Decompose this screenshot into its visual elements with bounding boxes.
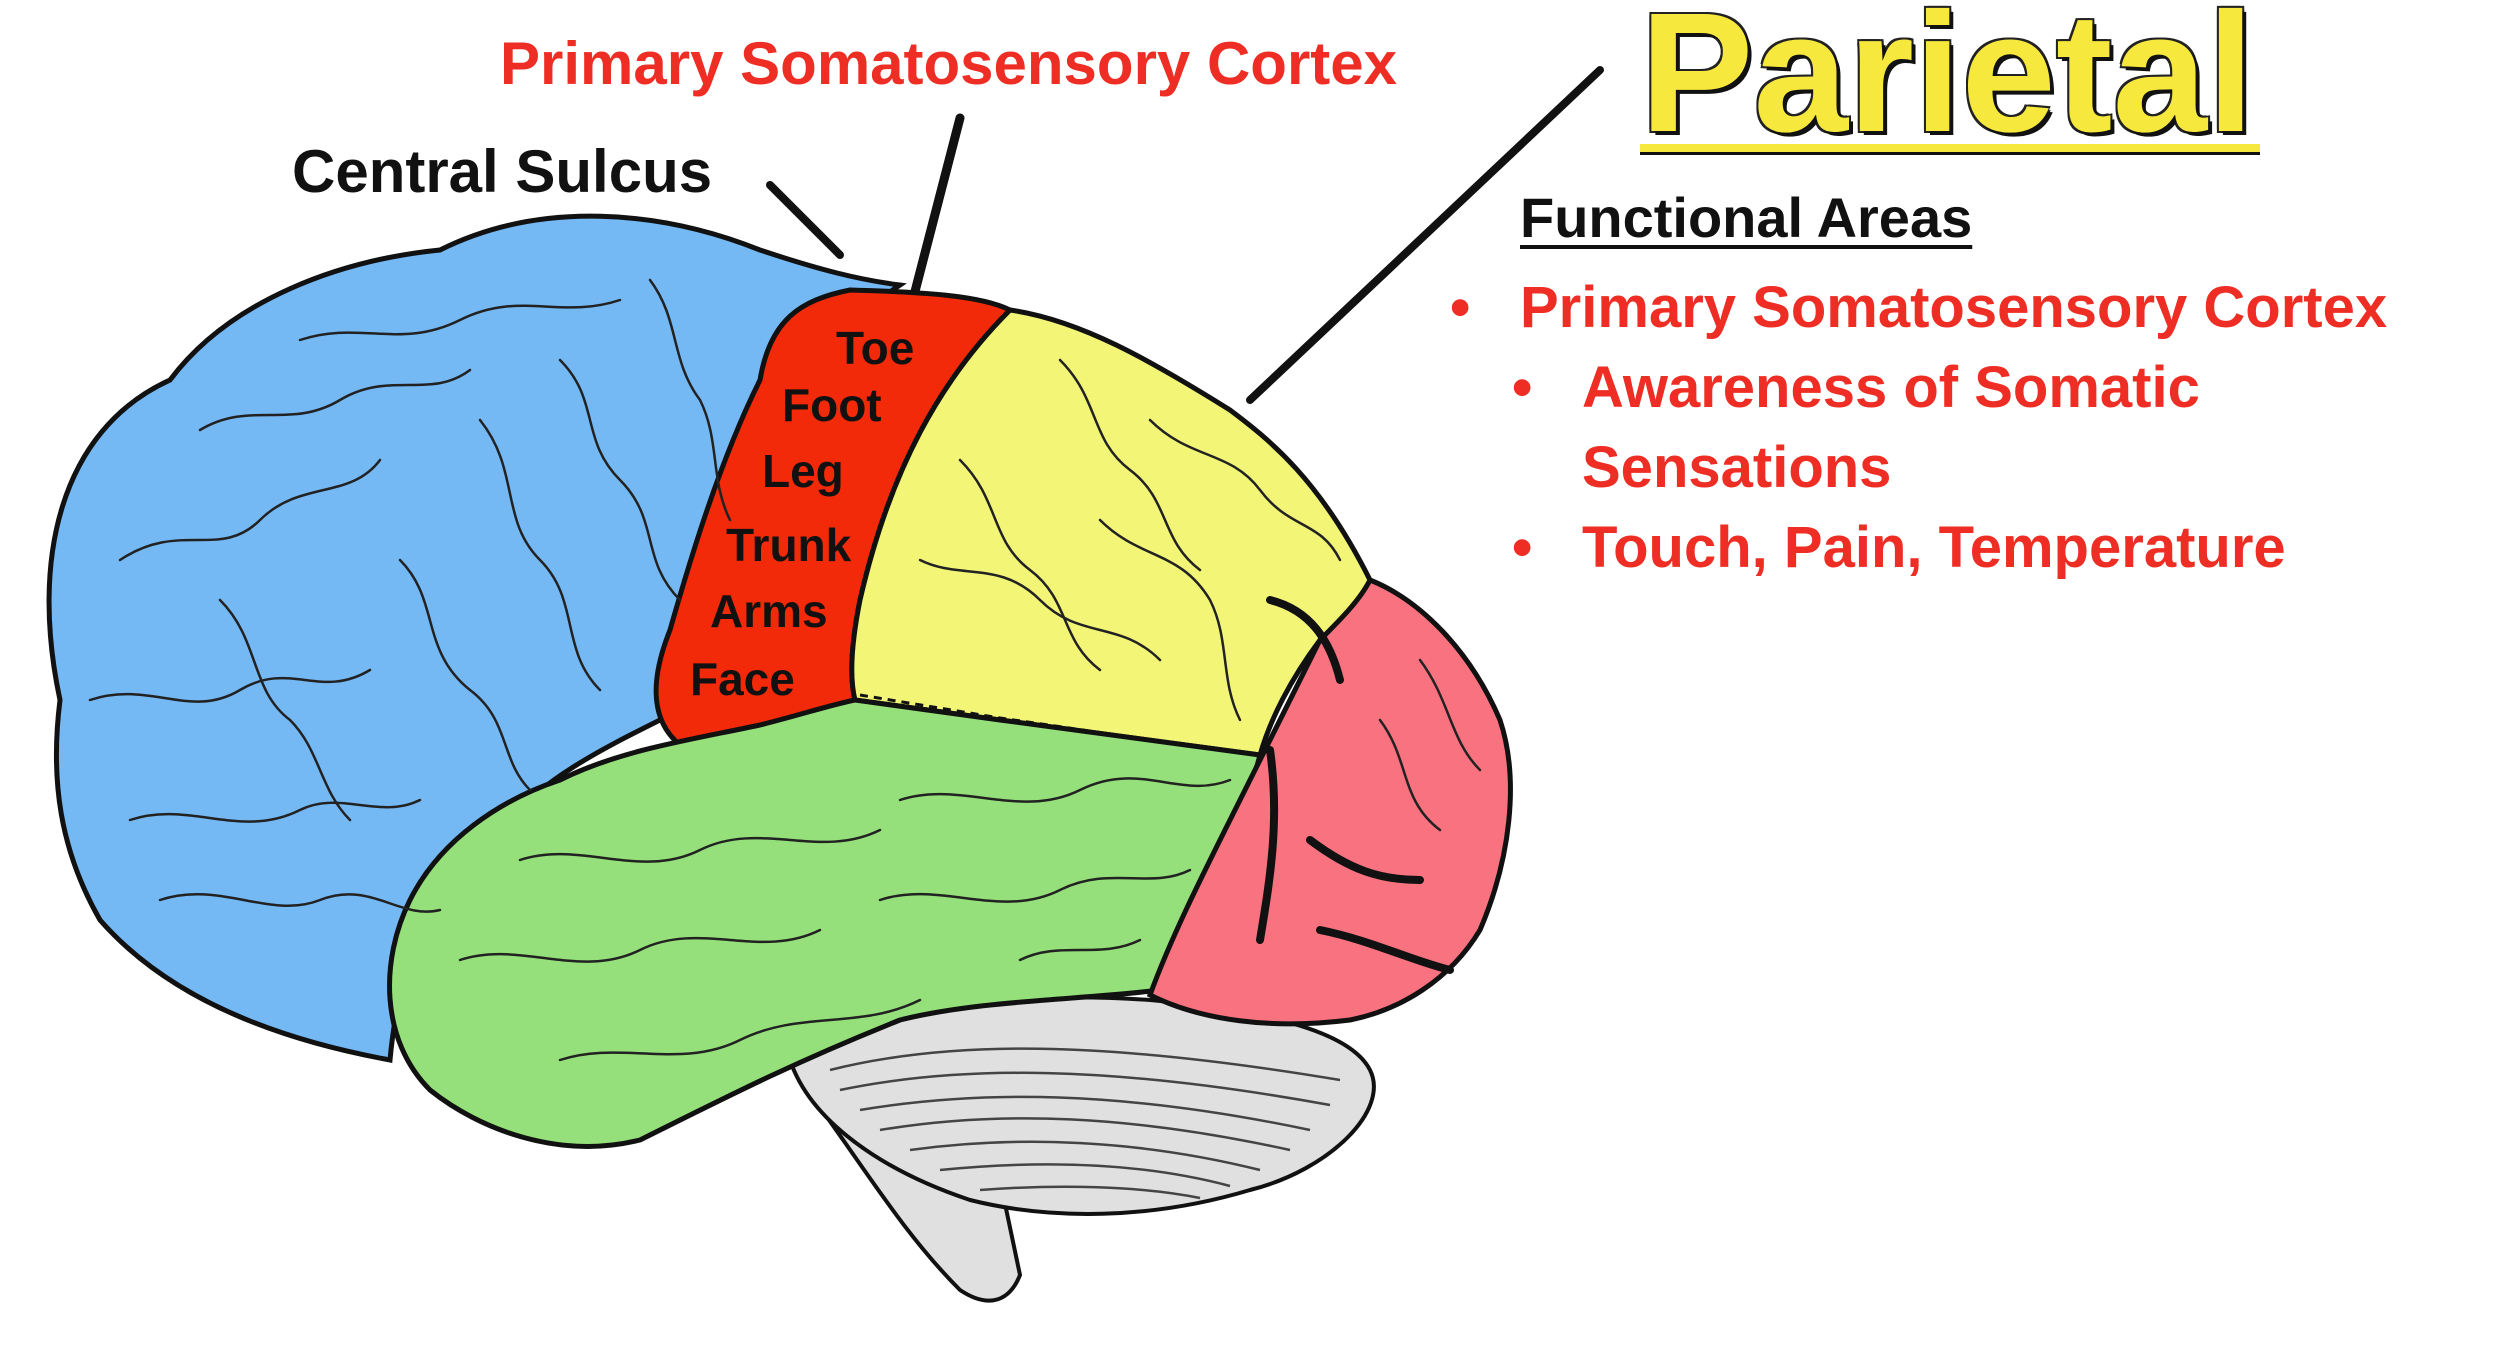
region-label-face: Face: [690, 653, 795, 705]
central-sulcus-callout: Central Sulcus: [292, 138, 713, 205]
region-label-trunk: Trunk: [726, 519, 852, 571]
list-item-continuation: Sensations: [1450, 428, 2387, 508]
bullet-icon: •: [1512, 515, 1533, 580]
list-item-text: Touch, Pain, Temperature: [1582, 515, 2286, 580]
region-label-foot: Foot: [782, 379, 882, 431]
region-label-arms: Arms: [710, 585, 828, 637]
parietal-leader-line: [1246, 66, 1604, 404]
parietal-temporal-boundary: [859, 693, 1256, 757]
top-cortex-callout: Primary Somatosensory Cortex: [500, 30, 1398, 97]
sulcus-leader-line: [766, 181, 844, 259]
list-item-text: Primary Somatosensory Cortex: [1520, 275, 2388, 340]
occipital-lobe: [1146, 576, 1513, 1027]
region-label-leg: Leg: [762, 445, 844, 497]
cerebellum-region: [787, 995, 1376, 1303]
page-title: Parietal: [1640, 0, 2255, 168]
functional-areas-heading: Functional Areas: [1520, 186, 1973, 249]
title-underline: [1640, 144, 2260, 155]
temporal-lobe: [387, 697, 1264, 1149]
functional-areas-list: • Primary Somatosensory Cortex • Awareness…: [1450, 268, 2387, 588]
list-item-text: Sensations: [1582, 435, 1892, 500]
list-item: • Touch, Pain, Temperature: [1450, 508, 2387, 588]
bullet-icon: •: [1512, 355, 1533, 420]
list-item: • Awareness of Somatic: [1450, 348, 2387, 428]
list-item-text: Awareness of Somatic: [1582, 355, 2200, 420]
list-item: • Primary Somatosensory Cortex: [1450, 268, 2387, 348]
bullet-icon: •: [1450, 275, 1471, 340]
region-label-toe: Toe: [836, 322, 915, 374]
